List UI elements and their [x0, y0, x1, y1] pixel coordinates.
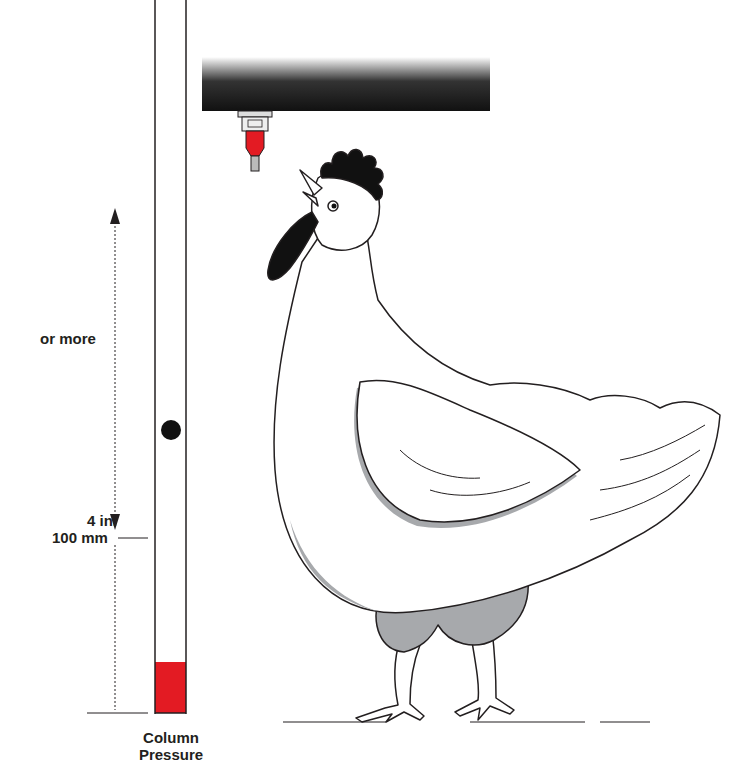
dimension-note: or more [40, 330, 96, 347]
column-tube [155, 0, 186, 714]
dimension-lines [87, 208, 148, 713]
chicken [268, 149, 720, 722]
ground-line [283, 721, 650, 722]
dimension-value: 4 in. [87, 512, 117, 529]
column-caption: Column Pressure [126, 729, 216, 763]
dimension-value: 100 mm [52, 529, 108, 546]
